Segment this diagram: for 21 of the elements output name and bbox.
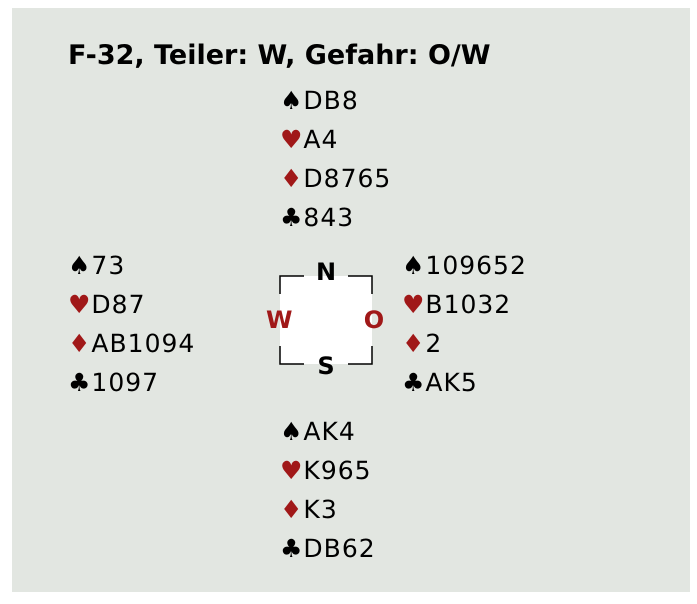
card-holding: ♣1097	[68, 368, 160, 397]
north-label: N	[316, 260, 336, 284]
card-holding: ♣DB62	[280, 534, 376, 563]
card-holding: ♦AB1094	[68, 329, 196, 358]
west-label: W	[266, 308, 292, 332]
card-holding: ♣AK5	[402, 368, 478, 397]
east-label: O	[364, 308, 384, 332]
card-holding: ♣843	[280, 203, 354, 232]
title: F-32, Teiler: W, Gefahr: O/W	[68, 40, 491, 71]
south-label: S	[317, 354, 335, 378]
card-holding: ♠DB8	[280, 86, 359, 115]
card-holding: ♥A4	[280, 125, 338, 154]
card-holding: ♠AK4	[280, 417, 356, 446]
card-holding: ♥D87	[68, 290, 146, 319]
card-holding: ♠109652	[402, 251, 527, 280]
card-holding: ♦K3	[280, 495, 338, 524]
card-holding: ♠73	[68, 251, 126, 280]
card-holding: ♦D8765	[280, 164, 392, 193]
card-holding: ♦2	[402, 329, 442, 358]
card-holding: ♥B1032	[402, 290, 512, 319]
card-holding: ♥K965	[280, 456, 372, 485]
